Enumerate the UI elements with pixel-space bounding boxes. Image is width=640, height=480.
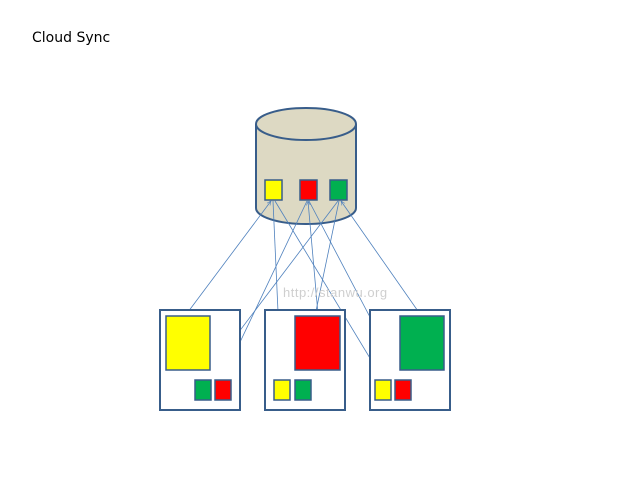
cloud-storage-cylinder <box>255 107 357 225</box>
page-title: Cloud Sync <box>32 30 111 46</box>
cloud-file-yellow <box>264 179 283 201</box>
client-3-main-doc-green <box>399 315 445 371</box>
arrow-client3-green-to-cloud <box>341 201 421 315</box>
client-2-synced-yellow <box>273 379 291 401</box>
cylinder-top <box>255 107 357 141</box>
client-1 <box>159 309 241 411</box>
arrow-client2-red-to-cloud <box>308 201 319 315</box>
arrow-cloud-yellow-to-client3 <box>274 200 382 378</box>
client-3 <box>369 309 451 411</box>
watermark-url: http://stanwu.org <box>283 285 388 300</box>
client-2-synced-green <box>294 379 312 401</box>
arrow-client1-yellow-to-cloud <box>187 201 271 313</box>
client-2-main-doc-red <box>294 315 341 371</box>
client-3-synced-red <box>394 379 412 401</box>
cloud-file-green <box>329 179 348 201</box>
client-1-synced-green <box>194 379 212 401</box>
client-3-synced-yellow <box>374 379 392 401</box>
client-2 <box>264 309 346 411</box>
cloud-file-red <box>299 179 318 201</box>
client-1-synced-red <box>214 379 232 401</box>
client-1-main-doc-yellow <box>165 315 211 371</box>
